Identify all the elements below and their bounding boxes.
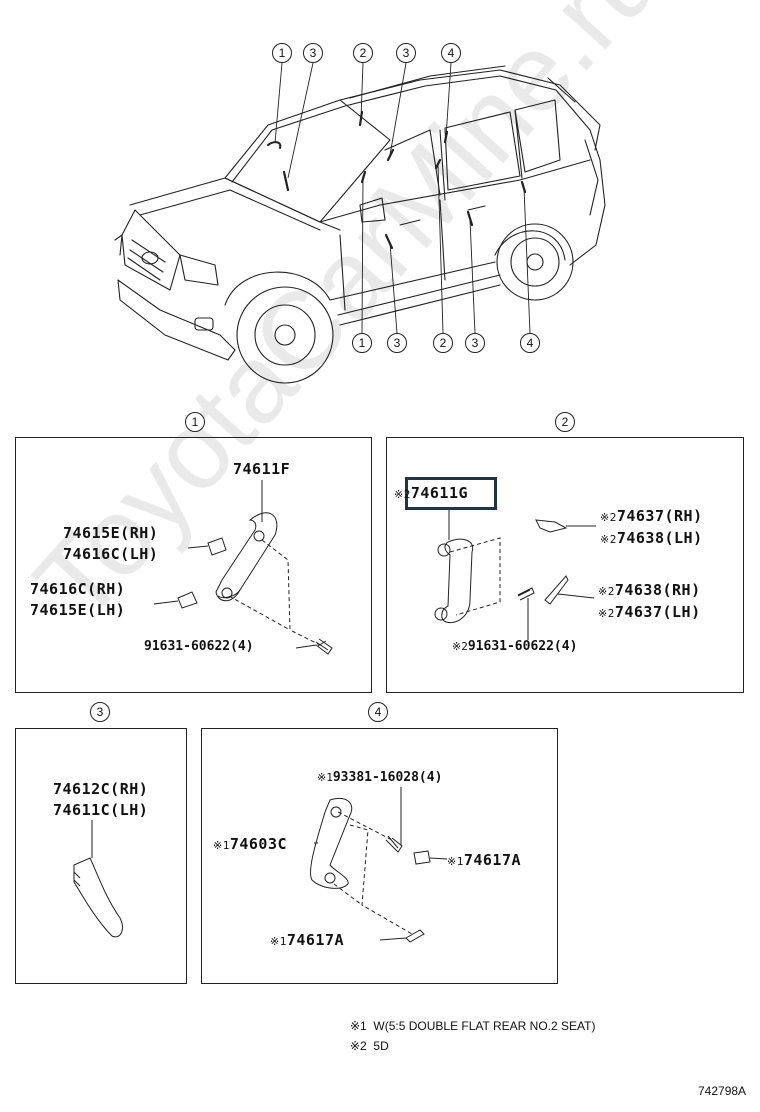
s4-cap-right-number: 74617A — [463, 851, 522, 869]
s2-handle-mark: ※2 — [394, 488, 411, 501]
s2-cover-b-lh-number: 74637(LH) — [614, 603, 701, 621]
s4-handle-number: 74603C — [229, 835, 288, 853]
s2-handle-label: ※274611G — [394, 483, 468, 505]
note-1-mark: ※1 — [350, 1019, 367, 1033]
callout-3-bottom-b: 3 — [465, 333, 485, 353]
s4-cap-bottom-number: 74617A — [286, 931, 345, 949]
s4-handle-mark: ※1 — [213, 839, 230, 852]
s2-highlight-box — [405, 477, 497, 510]
s4-handle-label: ※174603C — [213, 834, 287, 856]
s2-screw-label: ※291631-60622(4) — [452, 638, 577, 656]
s4-cap-bottom-label: ※174617A — [270, 930, 344, 952]
s2-cover-b-lh-mark: ※2 — [598, 607, 615, 620]
note-1: ※1 W(5:5 DOUBLE FLAT REAR NO.2 SEAT) — [350, 1019, 595, 1033]
callout-4-top: 4 — [441, 43, 461, 63]
panel-section-3 — [15, 728, 187, 984]
s1-cap-b-lh-label: 74615E(LH) — [30, 601, 126, 619]
section-3-number: 3 — [90, 702, 110, 722]
s2-cover-a-lh-label: ※274638(LH) — [600, 528, 703, 550]
s2-screw-mark: ※2 — [452, 640, 468, 653]
s4-cap-right-mark: ※1 — [447, 855, 464, 868]
callout-4-bottom: 4 — [520, 333, 540, 353]
s4-screw-number: 93381-16028(4) — [332, 770, 443, 785]
callout-3-top: 3 — [303, 43, 323, 63]
s1-screw-label: 91631-60622(4) — [144, 639, 254, 654]
panel-section-4 — [201, 728, 558, 984]
s2-cover-b-rh-mark: ※2 — [598, 585, 615, 598]
s2-cover-a-lh-number: 74638(LH) — [616, 529, 703, 547]
s2-cover-a-rh-label: ※274637(RH) — [600, 506, 703, 528]
s3-grip-rh-label: 74612C(RH) — [53, 780, 149, 798]
panel-section-1 — [15, 437, 372, 693]
callout-3-top-b: 3 — [396, 43, 416, 63]
section-1-number: 1 — [185, 412, 205, 432]
s3-grip-lh-label: 74611C(LH) — [53, 801, 149, 819]
diagram-code: 742798A — [698, 1084, 747, 1098]
s4-cap-right-label: ※174617A — [447, 850, 521, 872]
s1-cap-a-rh-label: 74615E(RH) — [63, 524, 159, 542]
s2-cover-b-lh-label: ※274637(LH) — [598, 602, 701, 624]
s2-cover-a-rh-mark: ※2 — [600, 511, 617, 524]
s4-screw-mark: ※1 — [317, 771, 333, 784]
section-4-number: 4 — [368, 702, 388, 722]
s2-cover-b-rh-number: 74638(RH) — [614, 581, 701, 599]
section-2-number: 2 — [555, 412, 575, 432]
s1-cap-b-rh-label: 74616C(RH) — [30, 580, 126, 598]
callout-2-bottom: 2 — [433, 333, 453, 353]
s2-cover-a-lh-mark: ※2 — [600, 533, 617, 546]
s2-handle-number: 74611G — [410, 484, 469, 502]
s4-screw-label: ※193381-16028(4) — [317, 769, 442, 787]
callout-3-bottom: 3 — [387, 333, 407, 353]
s4-cap-bottom-mark: ※1 — [270, 935, 287, 948]
vehicle-illustration — [114, 62, 606, 384]
s1-handle-label: 74611F — [233, 460, 291, 478]
callout-1-top: 1 — [272, 43, 292, 63]
note-2: ※2 5D — [350, 1039, 389, 1053]
note-1-text: W(5:5 DOUBLE FLAT REAR NO.2 SEAT) — [373, 1019, 596, 1033]
s2-screw-number: 91631-60622(4) — [467, 639, 578, 654]
panel-section-2 — [386, 437, 744, 693]
s2-cover-a-rh-number: 74637(RH) — [616, 507, 703, 525]
callout-1-bottom: 1 — [352, 333, 372, 353]
note-2-mark: ※2 — [350, 1039, 367, 1053]
s1-cap-a-lh-label: 74616C(LH) — [63, 545, 159, 563]
note-2-text: 5D — [373, 1039, 389, 1053]
s2-cover-b-rh-label: ※274638(RH) — [598, 580, 701, 602]
callout-2-top: 2 — [353, 43, 373, 63]
